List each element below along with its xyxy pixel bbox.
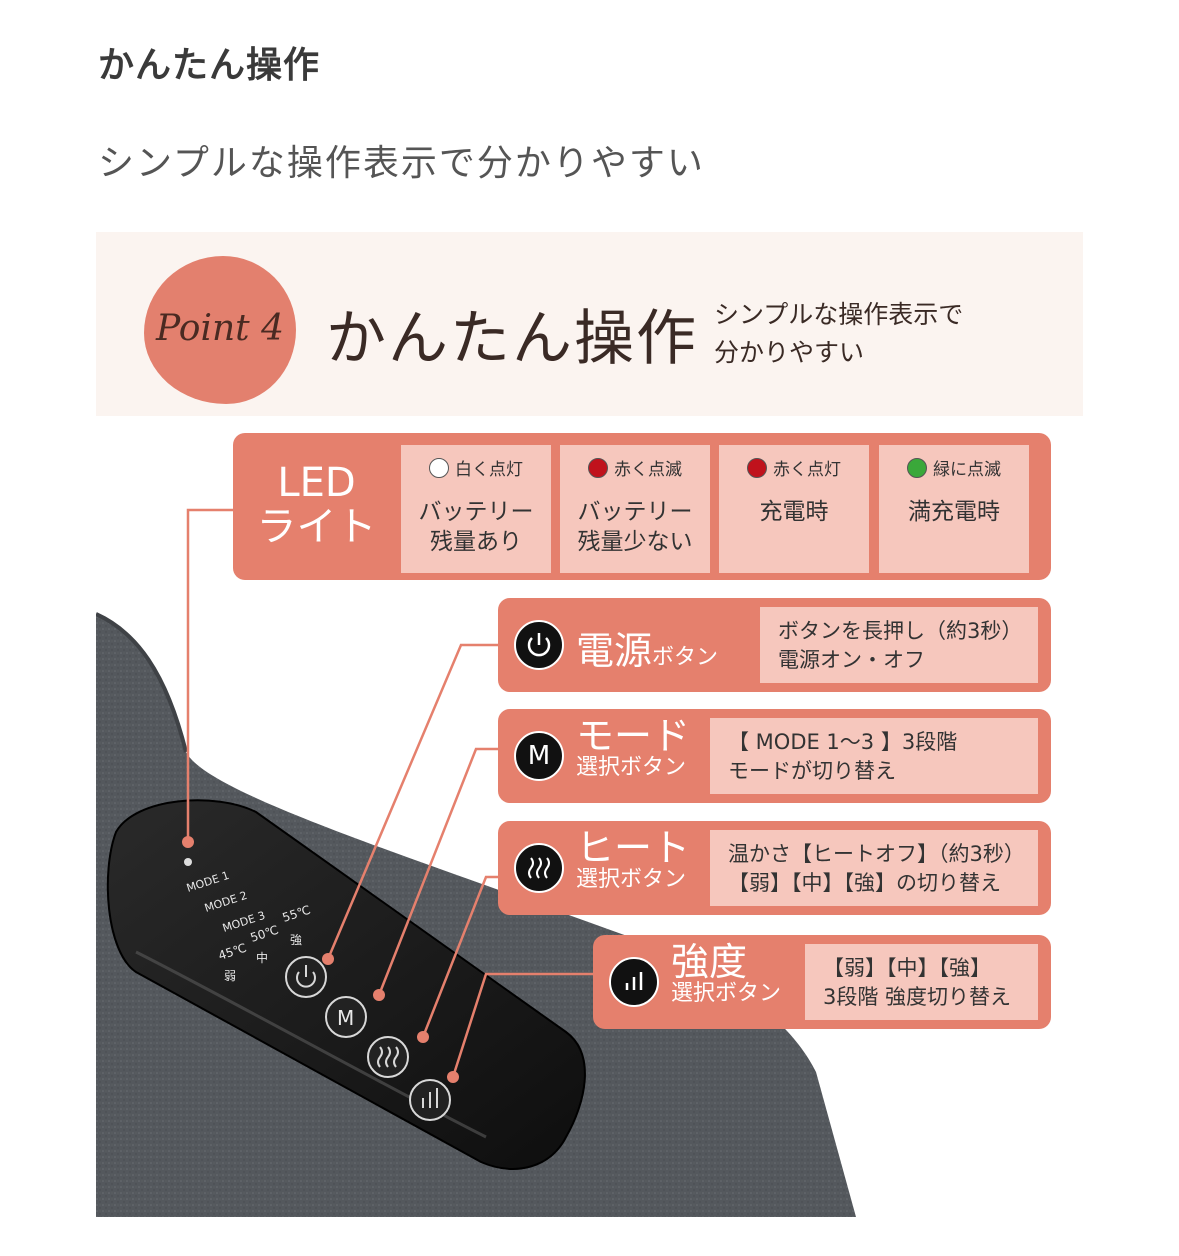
led-cell-red-on: 赤く点灯 充電時 [719,445,869,573]
banner-title: かんたん操作 [326,304,698,374]
mode-icon: M [514,731,564,781]
cushion-body [96,614,856,1217]
red-dot-icon [588,458,608,478]
led-title-line1: LED [277,460,356,506]
strength-description: 【弱】【中】【強】 3段階 強度切り替え [805,944,1038,1020]
power-suffix: ボタン [652,645,719,670]
point-label: Point 4 [156,308,284,349]
led-desc-line2: 残量あり [430,529,522,555]
strength-button-label: 強度 選択ボタン [671,943,781,1007]
remote-mid-label: 中 [256,950,268,965]
heat-desc-line1: 温かさ【ヒートオフ】（約3秒） [728,842,1025,866]
callout-lines [186,508,593,1078]
led-title-line2: ライト [256,504,377,550]
mode-desc-line1: 【 MODE 1～3 】3段階 [728,730,958,754]
heat-button-label: ヒート 選択ボタン [576,829,690,893]
remote-led-dot [184,858,192,866]
strength-desc-line1: 【弱】【中】【強】 [823,956,991,980]
product-illustration: MODE 1 MODE 2 MODE 3 45℃ 50℃ 55℃ 弱 中 強 M [96,232,1083,1217]
power-description: ボタンを長押し（約3秒） 電源オン・オフ [760,607,1038,683]
remote-weak-label: 弱 [224,969,236,983]
strength-icon [609,957,659,1007]
mode-suffix: 選択ボタン [576,755,687,780]
heat-icon [514,843,564,893]
led-cell-white-on: 白く点灯 バッテリー残量あり [401,445,551,573]
heat-name: ヒート [576,826,691,870]
led-desc-line1: バッテリー [577,499,693,525]
point-badge: Point 4 [144,256,296,404]
power-button-panel: 電源ボタン ボタンを長押し（約3秒） 電源オン・オフ [498,598,1051,692]
red-dot-icon [747,458,767,478]
led-desc-line1: 満充電時 [908,499,1000,525]
led-desc-line2: 残量少ない [577,529,693,555]
power-name: 電源 [576,629,653,673]
remote-highlight [135,950,487,1139]
page-title: かんたん操作 [98,45,321,86]
led-state-text: 赤く点滅 [614,460,682,480]
led-state-text: 白く点灯 [455,460,523,480]
mode-desc-line2: モードが切り替え [728,759,896,783]
mode-name: モード [576,714,691,758]
led-desc-line1: 充電時 [759,499,829,525]
point-banner: Point 4 かんたん操作 シンプルな操作表示で 分かりやすい [96,232,1083,416]
led-desc-line1: バッテリー [418,499,534,525]
remote-body [106,799,586,1170]
led-panel-title: LED ライト [233,461,400,549]
led-light-panel: LED ライト 白く点灯 バッテリー残量あり 赤く点滅 バッテリー残量少ない 赤… [233,433,1051,580]
heat-desc-line2: 【弱】【中】【強】の切り替え [728,871,1001,895]
page-subtitle: シンプルな操作表示で分かりやすい [98,143,705,184]
mode-description: 【 MODE 1～3 】3段階 モードが切り替え [710,718,1038,794]
banner-description: シンプルな操作表示で 分かりやすい [714,296,1044,372]
strength-name: 強度 [671,940,748,984]
led-state-text: 赤く点灯 [773,460,841,480]
remote-mode-button-label: M [337,1006,354,1030]
power-desc-line2: 電源オン・オフ [778,648,925,672]
remote-strong-label: 強 [290,933,302,947]
green-dot-icon [907,458,927,478]
cushion-top-edge [96,612,188,753]
mode-button-panel: M モード 選択ボタン 【 MODE 1～3 】3段階 モードが切り替え [498,709,1051,803]
remote-mode-button [325,996,367,1038]
heat-description: 温かさ【ヒートオフ】（約3秒） 【弱】【中】【強】の切り替え [710,830,1038,906]
strength-button-panel: 強度 選択ボタン 【弱】【中】【強】 3段階 強度切り替え [593,935,1051,1029]
banner-desc-line2: 分かりやすい [714,338,865,367]
power-icon [514,620,564,670]
strength-desc-line2: 3段階 強度切り替え [823,985,1012,1009]
heat-suffix: 選択ボタン [576,867,687,892]
strength-suffix: 選択ボタン [671,981,782,1006]
banner-desc-line1: シンプルな操作表示で [714,300,964,329]
power-desc-line1: ボタンを長押し（約3秒） [778,619,1023,643]
cushion-with-remote-image: MODE 1 MODE 2 MODE 3 45℃ 50℃ 55℃ 弱 中 強 M [96,508,856,1217]
heat-button-panel: ヒート 選択ボタン 温かさ【ヒートオフ】（約3秒） 【弱】【中】【強】の切り替え [498,821,1051,915]
led-cell-green-blink: 緑に点滅 満充電時 [879,445,1029,573]
white-dot-icon [429,458,449,478]
mode-button-label: モード 選択ボタン [576,717,690,781]
led-state-text: 緑に点滅 [933,460,1001,480]
power-button-label: 電源ボタン [576,620,718,675]
led-cell-red-blink: 赤く点滅 バッテリー残量少ない [560,445,710,573]
